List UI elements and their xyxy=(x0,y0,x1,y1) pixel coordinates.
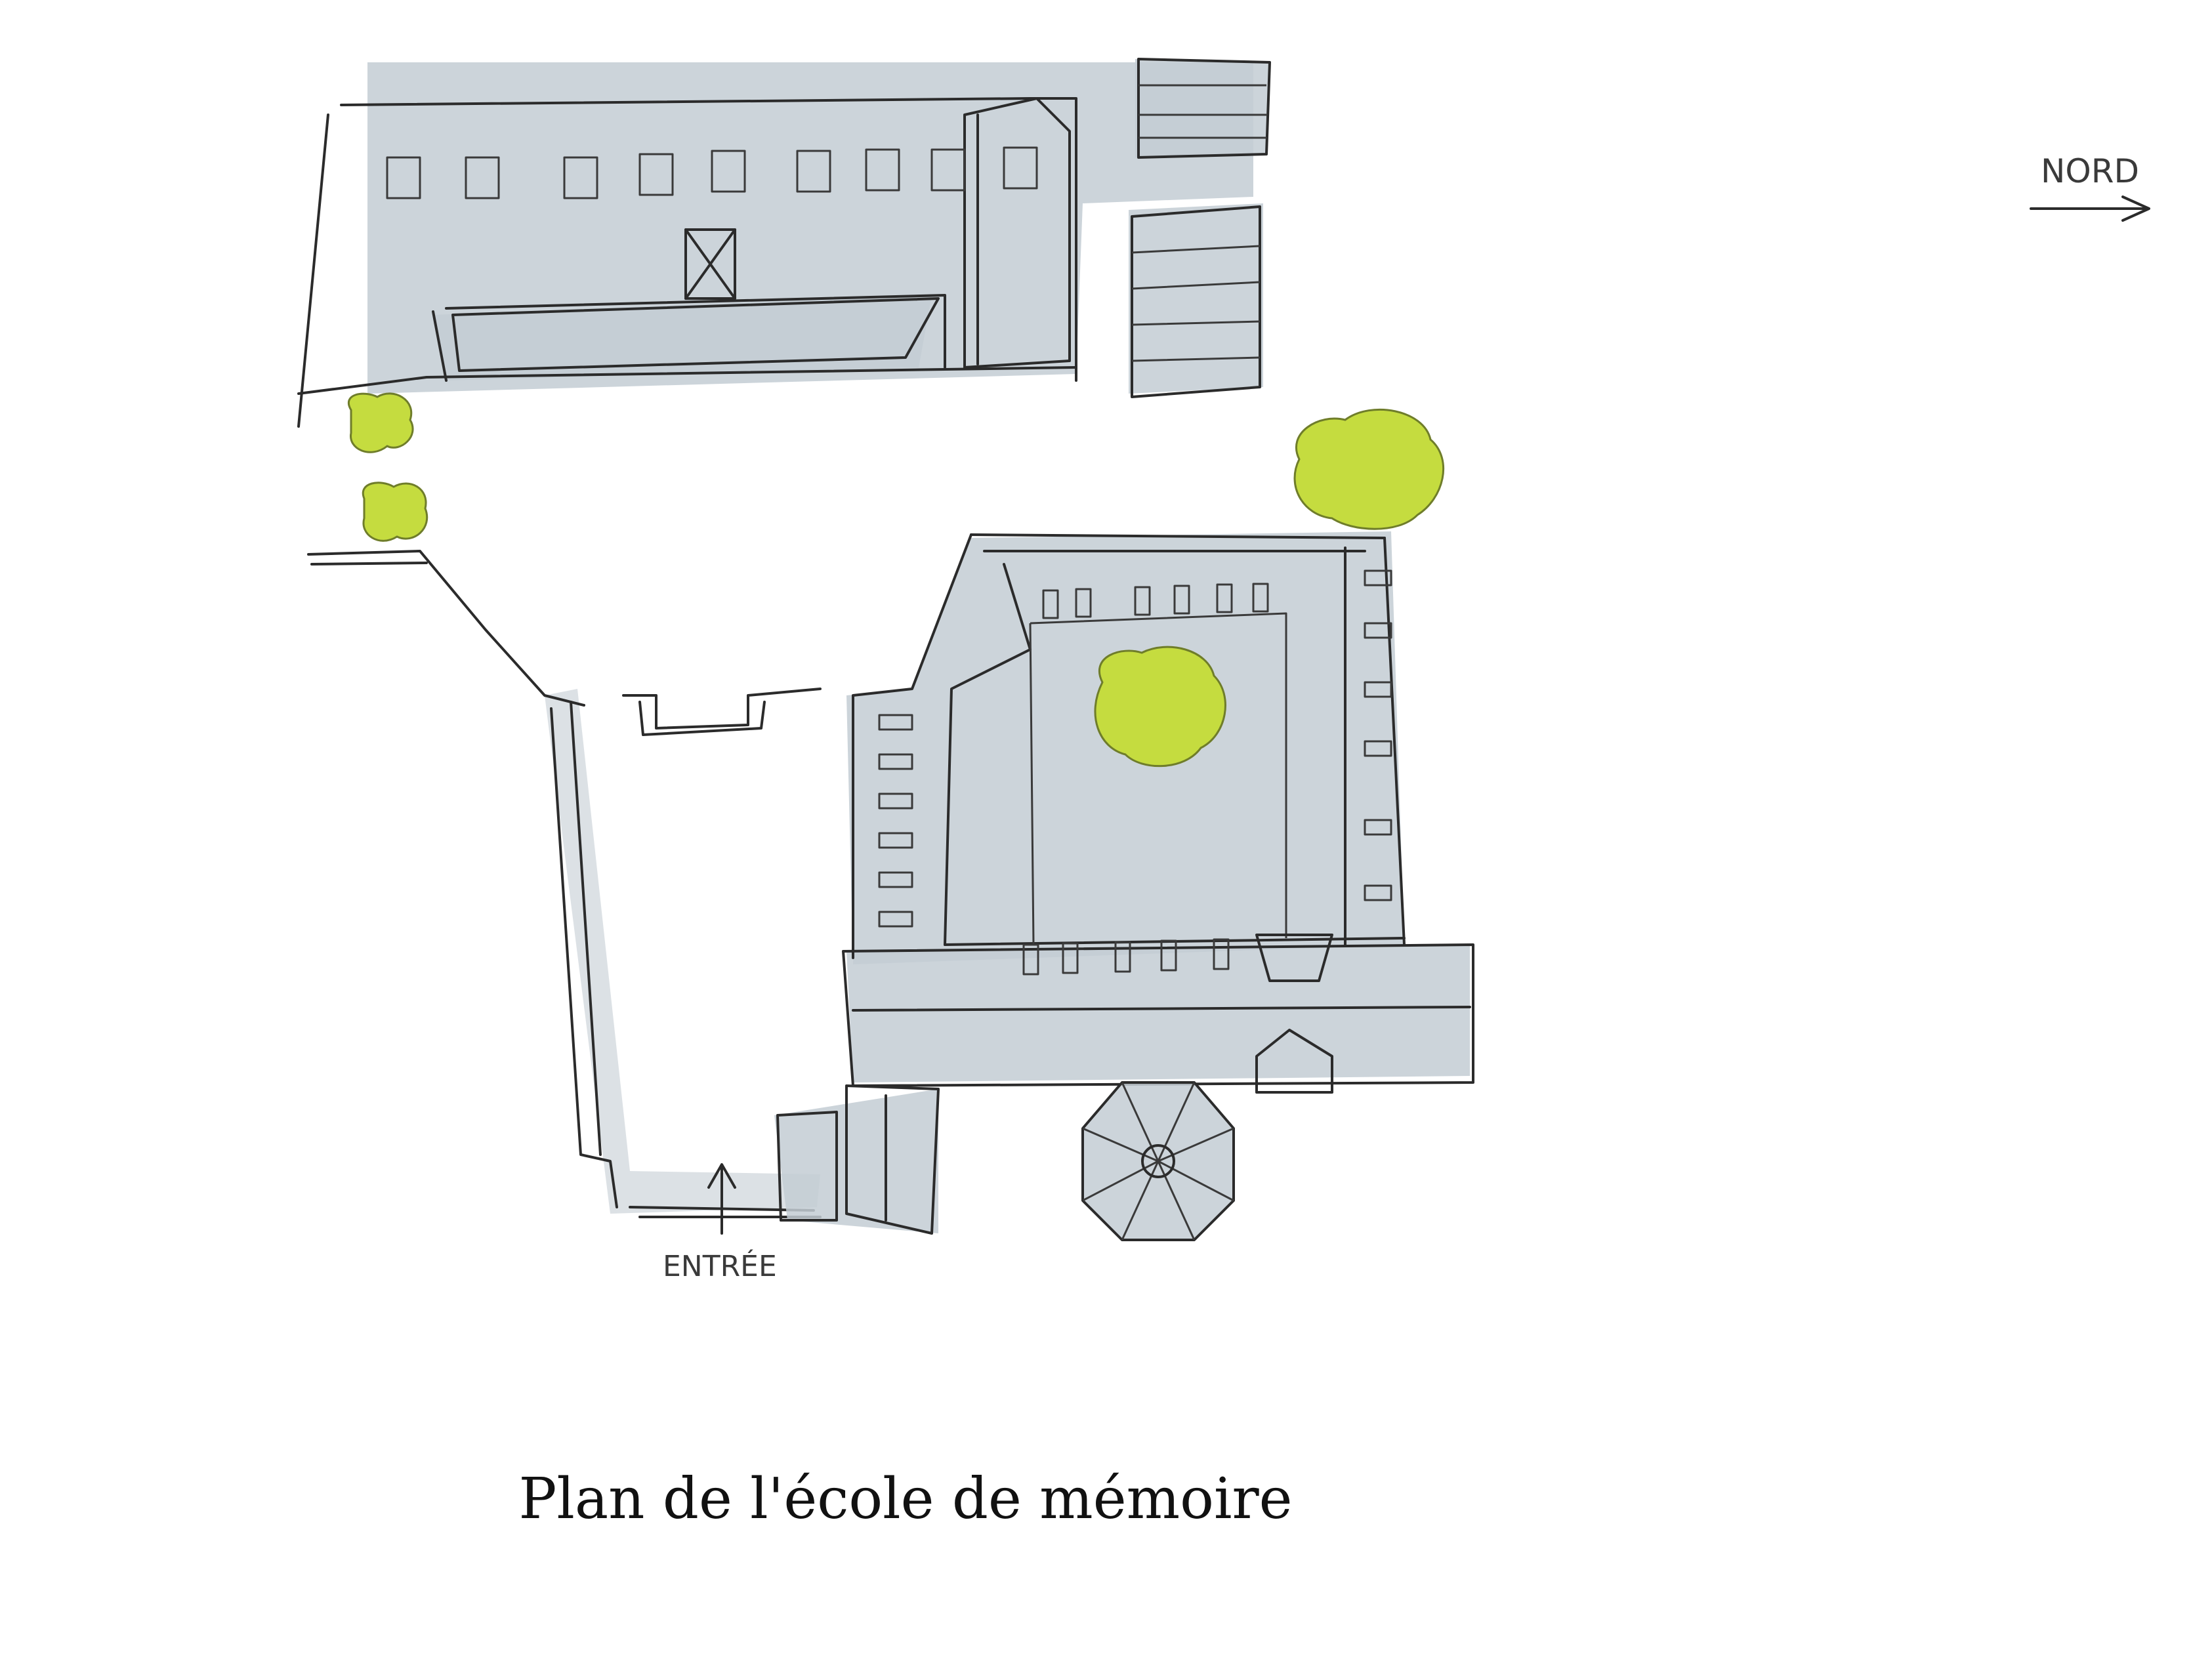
entrance-marker: ENTRÉE xyxy=(663,1163,777,1283)
tree-courtyard-corner xyxy=(1293,408,1445,530)
north-building-windows xyxy=(386,146,1038,199)
arrow-up-icon xyxy=(707,1163,736,1235)
plan-caption: Plan de l'école de mémoire xyxy=(518,1466,1293,1532)
arrow-right-icon xyxy=(2030,196,2150,222)
tree-top-left xyxy=(347,392,414,453)
entrance-path xyxy=(307,550,822,1218)
octagon-pavilion xyxy=(1081,1081,1235,1241)
north-building-door xyxy=(684,228,736,300)
tree-courtyard xyxy=(1094,646,1226,768)
small-shed xyxy=(1255,1029,1333,1094)
entrance-porch xyxy=(774,1084,940,1235)
north-compass: NORD xyxy=(2030,152,2150,222)
north-building xyxy=(297,62,1253,428)
main-school-windows xyxy=(878,569,1392,976)
stair-annex xyxy=(1129,58,1271,398)
main-school-building xyxy=(842,531,1474,1094)
tree-mid-left xyxy=(362,482,428,542)
compass-label: NORD xyxy=(2041,152,2139,190)
entrance-label: ENTRÉE xyxy=(663,1248,777,1283)
